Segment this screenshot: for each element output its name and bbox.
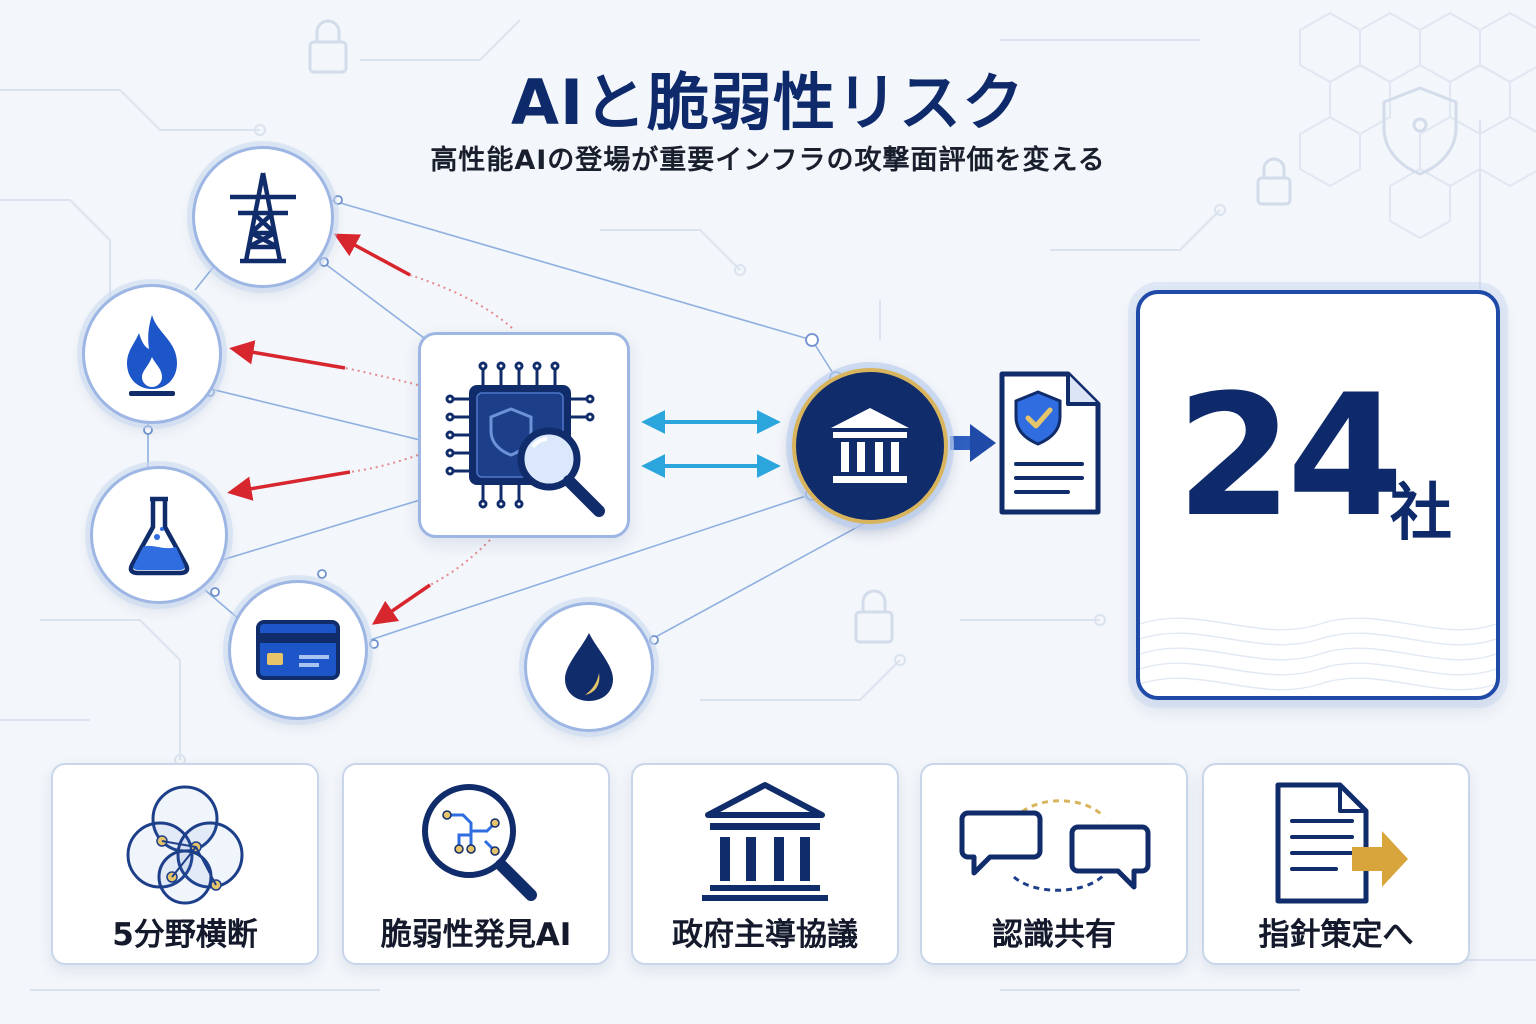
speech-bubbles-icon [959,799,1151,892]
arrow-right-icon [950,424,996,462]
overlapping-circles-icon [126,785,244,905]
sector-node-power [192,146,334,288]
card-vulnerability-ai: 脆弱性発見AI [342,763,610,965]
link-gas-chip [214,389,421,441]
link-power-gas [194,264,216,291]
card-five-sectors: 5分野横断 [51,763,319,965]
document-arrow-icon [1275,782,1408,904]
government-node [792,368,948,524]
card-label: 政府主導協議 [672,917,858,953]
policy-document-icon [999,371,1101,515]
flask-icon [128,496,190,576]
company-count-panel: 24 社 [1136,290,1500,700]
company-count-value: 24 [1176,358,1404,554]
card-label: 脆弱性発見AI [380,917,572,953]
sector-node-oil [524,602,654,732]
page-subtitle: 高性能AIの登場が重要インフラの攻撃面評価を変える [430,145,1106,176]
attack-arrow-power [333,233,411,277]
power-tower-icon [230,172,296,264]
flame-icon [127,315,177,396]
credit-card-icon [256,620,340,680]
company-count-unit: 社 [1390,476,1453,549]
card-label: 認識共有 [992,917,1116,953]
government-building-icon [831,408,909,483]
sector-node-gas [82,284,222,424]
sector-node-chemical [90,466,228,604]
card-shared-awareness: 認識共有 [920,763,1188,965]
government-building-icon [702,782,828,901]
ai-scanner-box [418,332,630,538]
oil-drop-icon [565,633,613,701]
attack-arrow-gas [229,340,346,370]
link-chem-chip [221,499,421,561]
ai-chip-magnifier-icon [445,361,605,517]
link-chem-card [204,589,241,621]
card-government-consultation: 政府主導協議 [631,763,899,965]
link-power-chip [319,259,441,351]
ai-magnifier-icon [422,784,537,901]
link-card-gov [369,493,813,641]
attack-arrow-chemical [227,470,351,501]
card-label: 指針策定へ [1258,917,1414,953]
sector-node-finance [228,580,368,720]
card-guidelines: 指針策定へ [1202,763,1470,965]
wave-pattern [1140,617,1496,691]
card-label: 5分野横断 [112,917,258,953]
attack-arrow-finance [371,583,431,625]
page-title: AIと脆弱性リスク [510,66,1026,139]
lock-icon [308,19,348,74]
